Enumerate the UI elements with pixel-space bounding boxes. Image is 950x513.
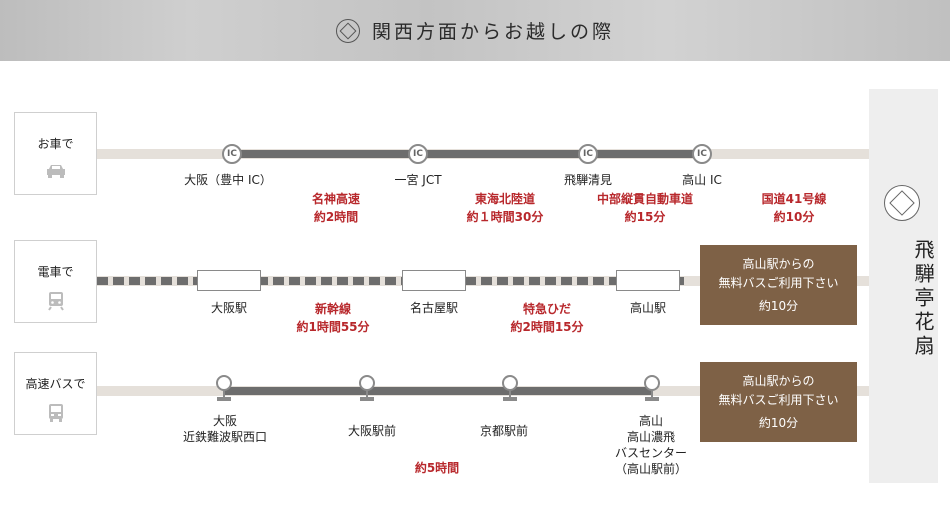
hanaogi-crest-icon [335, 18, 360, 43]
segment-label: 中部縦貫自動車道 約15分 [597, 190, 693, 226]
segment-name: 東海北陸道 [474, 192, 536, 206]
free-bus-line2: 無料バスご利用下さい [718, 275, 839, 290]
stop-label: 高山駅 [629, 301, 667, 315]
station-marker [197, 270, 261, 291]
stop-label-line: 高山濃飛 [626, 430, 676, 444]
mode-label-car: お車で [37, 137, 74, 151]
stop-label: 高山 高山濃飛 バスセンター （高山駅前） [615, 413, 687, 477]
route-line-train [97, 277, 687, 285]
destination-name-line1: 飛騨亭 [911, 239, 935, 311]
segment-time: 約１時間30分 [466, 210, 544, 224]
bus-stop-marker [644, 375, 660, 401]
stop-label: 高山 IC [682, 173, 722, 187]
mode-box-train: 電車で [14, 240, 97, 323]
bus-stop-marker [216, 375, 232, 401]
section-title: 関西方面からお越しの際 [371, 21, 614, 43]
station-marker [616, 270, 680, 291]
stop-label: 大阪駅前 [348, 423, 396, 439]
destination-name: 飛騨亭 花扇 [869, 239, 938, 359]
ic-marker: IC [408, 144, 428, 164]
stop-label-line: 大阪駅前 [347, 424, 397, 438]
mode-box-bus: 高速バスで [14, 352, 97, 435]
stop-label-line: 大阪 [212, 414, 238, 428]
ic-marker: IC [578, 144, 598, 164]
segment-name: 国道41号線 [761, 192, 827, 206]
segment-name: 名神高速 [311, 192, 361, 206]
destination-panel: 飛騨亭 花扇 [869, 89, 938, 483]
destination-name-line2: 花扇 [911, 311, 935, 359]
stop-label: 大阪 近鉄難波駅西口 [183, 413, 267, 445]
train-icon [47, 292, 64, 311]
segment-name: 中部縦貫自動車道 [596, 192, 694, 206]
bus-stop-marker [359, 375, 375, 401]
segment-time: 約5時間 [414, 461, 460, 475]
segment-label: 名神高速 約2時間 [312, 190, 360, 226]
segment-label: 東海北陸道 約１時間30分 [467, 190, 544, 226]
mode-label-bus: 高速バスで [25, 377, 86, 391]
station-marker [402, 270, 466, 291]
bus-stop-marker [502, 375, 518, 401]
free-bus-note: 高山駅からの 無料バスご利用下さい 約10分 [700, 362, 857, 442]
free-bus-note: 高山駅からの 無料バスご利用下さい 約10分 [700, 245, 857, 325]
stop-label: 飛騨清見 [563, 173, 613, 187]
ic-marker: IC [222, 144, 242, 164]
segment-label: 特急ひだ 約2時間15分 [510, 300, 583, 336]
stop-label: 大阪（豊中 IC） [184, 173, 272, 187]
stop-label-line: バスセンター [614, 446, 688, 460]
route-line-bus [224, 387, 652, 395]
stop-label-line: （高山駅前） [614, 462, 688, 476]
mode-label-train: 電車で [37, 265, 74, 279]
segment-time: 約10分 [773, 210, 815, 224]
free-bus-line2: 無料バスご利用下さい [718, 392, 839, 407]
segment-label: 国道41号線 約10分 [762, 190, 827, 226]
segment-name: 特急ひだ [522, 302, 571, 316]
stop-label: 名古屋駅 [409, 301, 459, 315]
car-icon [46, 165, 65, 178]
segment-time: 約15分 [624, 210, 666, 224]
stop-label-line: 近鉄難波駅西口 [182, 430, 268, 444]
stop-label: 大阪駅 [210, 301, 248, 315]
mode-box-car: お車で [14, 112, 97, 195]
route-line-car [232, 150, 702, 158]
bus-icon [48, 404, 63, 422]
segment-name: 新幹線 [314, 302, 351, 316]
hanaogi-crest-icon [884, 185, 920, 221]
stop-label: 京都駅前 [480, 423, 528, 439]
segment-time: 約2時間 [313, 210, 359, 224]
stop-label-line: 京都駅前 [479, 424, 529, 438]
free-bus-line1: 高山駅からの [742, 256, 815, 271]
segment-time: 約1時間55分 [296, 320, 370, 334]
free-bus-time: 約10分 [758, 415, 799, 430]
section-header: 関西方面からお越しの際 [0, 0, 950, 61]
free-bus-time: 約10分 [758, 298, 799, 313]
segment-time: 約2時間15分 [510, 320, 584, 334]
stop-label-line: 高山 [638, 414, 664, 428]
ic-marker: IC [692, 144, 712, 164]
segment-label: 新幹線 約1時間55分 [296, 300, 369, 336]
stop-label: 一宮 JCT [394, 173, 442, 187]
free-bus-line1: 高山駅からの [742, 373, 815, 388]
